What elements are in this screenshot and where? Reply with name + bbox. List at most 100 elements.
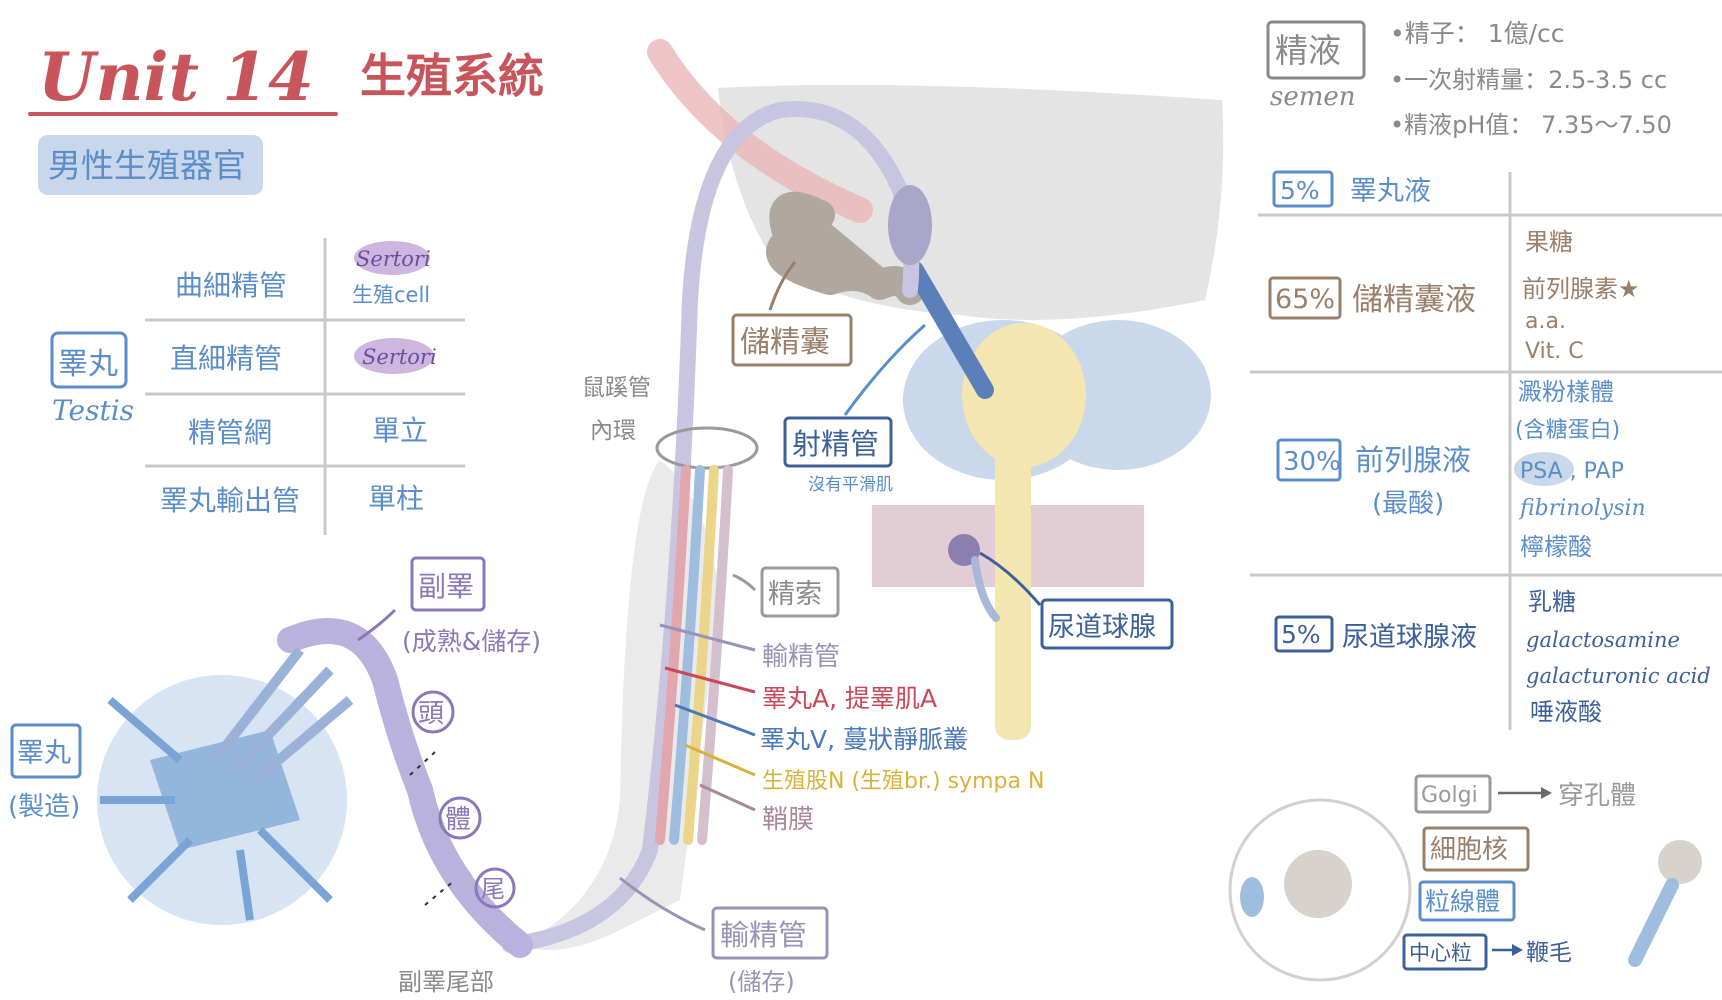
percent-3: 30% xyxy=(1283,447,1341,477)
vas-deferens-arrow xyxy=(619,876,706,932)
prostatic-urethra-bulge xyxy=(962,323,1086,467)
table-row-4-left: 睪丸輸出管 xyxy=(160,484,300,517)
percent-2: 65% xyxy=(1275,284,1335,315)
bulbourethral-gland-label: 尿道球腺 xyxy=(1048,612,1156,643)
fluid-2-item-2: 前列腺素★ xyxy=(1522,275,1640,303)
epididymis-shape xyxy=(277,618,533,958)
seminiferous-tubule-5 xyxy=(257,827,333,903)
mitochondria-label-box xyxy=(1418,880,1516,922)
percent-box-3 xyxy=(1276,438,1342,482)
diagram-labels: 副睪 (成熟&儲存) 頭 體 尾 睪丸 (製造) 副睪尾部 鼠蹊管 內環 儲精囊… xyxy=(8,261,1174,996)
sertoli-highlight-2 xyxy=(354,338,434,374)
cord-content-2: 睪丸A, 提睪肌A xyxy=(762,684,937,713)
seminiferous-tubule-3 xyxy=(127,837,193,903)
efferent-duct-3 xyxy=(251,696,354,784)
cord-content-4: 生殖股N (生殖br.) sympa N xyxy=(762,769,1044,794)
unit-title: Unit 14 xyxy=(38,38,314,116)
golgi-label: Golgi xyxy=(1421,783,1478,808)
table-row-4-right: 單柱 xyxy=(368,482,424,515)
vas-deferens-line xyxy=(502,101,920,953)
ejaculatory-duct-label-box xyxy=(783,416,893,468)
psa-highlight xyxy=(1514,452,1574,486)
semen-label: 精液 xyxy=(1275,31,1341,70)
seminal-vesicle-label-box xyxy=(731,313,853,367)
rete-testis-grid xyxy=(150,730,300,850)
testis-label: 睪丸 xyxy=(58,347,118,382)
cord-nerve-line xyxy=(683,465,719,845)
golgi-label-box xyxy=(1414,774,1492,814)
semen-fact-3: •精液pH值： 7.35～7.50 xyxy=(1390,111,1672,139)
table-row-1-right-top: Sertori xyxy=(356,247,431,271)
ejaculatory-duct-note: 沒有平滑肌 xyxy=(808,475,893,495)
body-circle xyxy=(438,796,482,840)
semen-section: 精液 semen •精子： 1億/cc •一次射精量：2.5-3.5 cc •精… xyxy=(1250,19,1722,730)
percent-1: 5% xyxy=(1280,176,1320,205)
epididymis-label: 副睪 xyxy=(418,570,474,603)
golgi-arrowhead xyxy=(1541,787,1552,799)
fluid-name-3: 前列腺液 xyxy=(1355,443,1471,477)
epididymis-tail-label: 副睪尾部 xyxy=(398,968,494,996)
title-underline xyxy=(28,112,338,116)
epididymis-label-box xyxy=(410,556,486,612)
fluid-3-item-3: PSA , PAP xyxy=(1520,459,1624,484)
scrotum-shading xyxy=(520,460,720,950)
fluid-3-item-1: 澱粉樣體 xyxy=(1518,378,1614,406)
spermatid-mitochondria xyxy=(1240,877,1264,917)
flagellum-label: 鞭毛 xyxy=(1526,940,1572,966)
cord-tunica-line xyxy=(697,465,733,845)
fluid-3-item-2: (含糖蛋白) xyxy=(1515,418,1620,443)
fluid-2-item-4: Vit. C xyxy=(1525,339,1584,364)
tail-circle xyxy=(474,867,516,909)
seminiferous-tubule-4 xyxy=(236,849,254,921)
mitochondria-label: 粒線體 xyxy=(1425,887,1500,916)
fluid-3-item-4: fibrinolysin xyxy=(1518,496,1646,521)
spermatic-cord-arrow xyxy=(732,573,757,592)
spermatic-cord-drawing xyxy=(502,101,932,953)
seminal-vesicle-arrow xyxy=(768,261,797,311)
fluid-2-item-3: a.a. xyxy=(1525,309,1566,334)
cord-content-3: 睪丸V, 蔓狀靜脈叢 xyxy=(760,725,968,754)
cord-leader-1 xyxy=(659,623,756,652)
table-row-2-right: Sertori xyxy=(362,345,437,369)
epididymis-note: (成熟&儲存) xyxy=(402,627,541,656)
fluid-name-4: 尿道球腺液 xyxy=(1342,622,1477,653)
head-label: 頭 xyxy=(418,699,444,729)
fluid-4-item-1: 乳糖 xyxy=(1528,588,1576,616)
cord-artery-line xyxy=(655,465,691,845)
sperm-midpiece xyxy=(1628,878,1679,967)
body-label: 體 xyxy=(445,805,471,835)
testis-diagram-label: 睪丸 xyxy=(17,738,71,769)
cord-leader-4 xyxy=(684,743,756,777)
ejaculatory-duct-label: 射精管 xyxy=(792,427,879,461)
cord-vein-line xyxy=(669,465,705,845)
percent-4: 5% xyxy=(1281,620,1321,649)
testis-diagram-note: (製造) xyxy=(8,792,80,822)
testis-drawing xyxy=(97,618,533,958)
ampulla xyxy=(888,185,932,265)
semen-fact-2: •一次射精量：2.5-3.5 cc xyxy=(1390,66,1667,94)
bulbourethral-duct xyxy=(971,556,1000,622)
sperm-head xyxy=(1658,840,1702,884)
nucleus-label-box xyxy=(1422,826,1530,872)
deep-inguinal-ring xyxy=(655,426,759,470)
topic-title: 生殖系統 xyxy=(360,49,544,103)
cord-leader-3 xyxy=(674,703,756,737)
fluid-4-item-2: galactosamine xyxy=(1526,628,1680,652)
cord-leader-2 xyxy=(664,666,756,694)
testis-label-en: Testis xyxy=(52,394,134,427)
tail-label: 尾 xyxy=(481,875,505,903)
spermatic-cord-label: 精索 xyxy=(768,579,822,610)
centriole-label-box xyxy=(1402,933,1488,971)
semen-label-en: semen xyxy=(1270,82,1356,112)
percent-box-4 xyxy=(1274,615,1334,653)
spermiogenesis-section: Golgi 穿孔體 細胞核 粒線體 中心粒 鞭毛 xyxy=(1228,774,1702,982)
title-block: Unit 14 生殖系統 男性生殖器官 xyxy=(28,38,544,195)
seminal-vesicle-shape xyxy=(766,191,925,305)
head-circle xyxy=(411,690,455,734)
fluid-4-item-3: galacturonic acid xyxy=(1526,664,1711,688)
cord-content-5: 鞘膜 xyxy=(762,805,814,835)
vas-deferens-label-box xyxy=(711,906,829,960)
epididymis-arrow xyxy=(357,608,397,642)
inguinal-ring-label-1: 鼠蹊管 xyxy=(582,375,651,401)
